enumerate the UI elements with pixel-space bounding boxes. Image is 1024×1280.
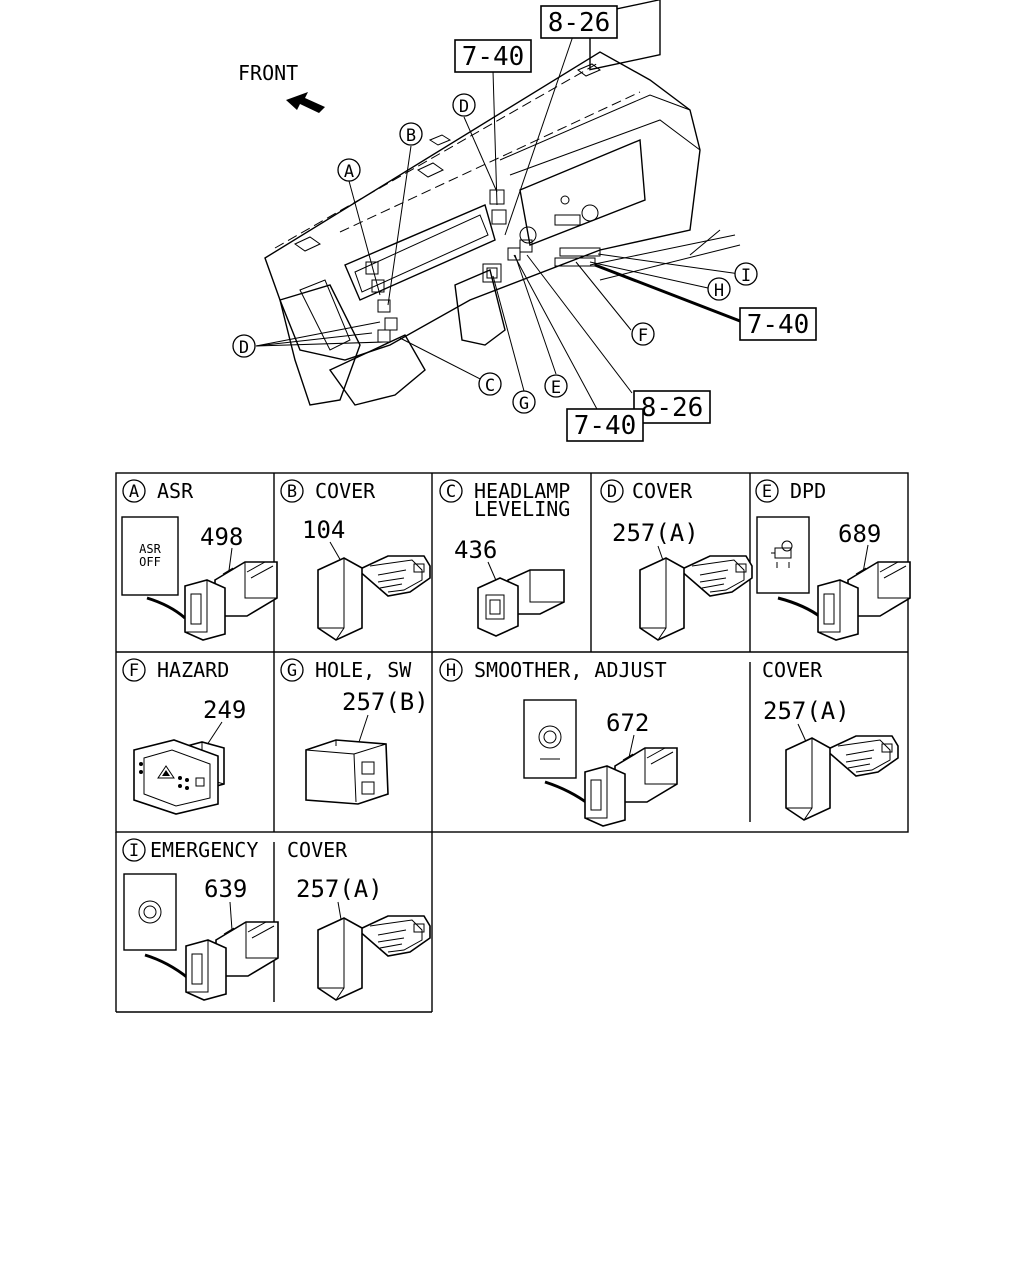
cell-a-title: ASR	[157, 479, 194, 503]
front-label: FRONT	[238, 61, 298, 85]
cell-i-cover-part-number: 257(A)	[296, 875, 383, 903]
cell-a-letter: A	[129, 482, 139, 502]
callout-i-label: I	[741, 266, 751, 286]
cell-d-title: COVER	[632, 479, 693, 503]
cell-hole-sw: G HOLE, SW 257(B)	[280, 658, 429, 805]
cell-cover-b: B COVER 104	[280, 479, 431, 641]
callout-g-label: G	[519, 394, 529, 414]
cell-cover-d: D COVER 257(A)	[600, 479, 753, 641]
dpd-label-icon	[756, 516, 810, 594]
cell-headlamp-leveling: C HEADLAMP LEVELING 436	[439, 479, 570, 637]
dashboard-overview: FRONT	[232, 0, 817, 442]
callout-d-top	[452, 93, 476, 117]
cover-d-icon	[639, 555, 753, 641]
cell-smoother-adjust: H SMOOTHER, ADJUST 672	[439, 658, 678, 827]
cell-a-letter-circle	[122, 479, 146, 503]
asr-switch-icon	[184, 561, 278, 641]
callout-e-label: E	[551, 378, 561, 398]
ref-label-2: 7-40	[462, 42, 525, 72]
ref-label-4: 8-26	[641, 393, 704, 423]
cell-f-letter: F	[129, 661, 139, 681]
cover-b-icon	[317, 555, 431, 641]
cell-b-letter: B	[287, 482, 297, 502]
hole-sw-icon	[305, 739, 389, 805]
cell-c-part-number: 436	[454, 536, 497, 564]
cell-b-part-number: 104	[302, 516, 345, 544]
ref-label-3: 7-40	[747, 310, 810, 340]
callout-b-label: B	[406, 126, 416, 146]
cell-i-cover-title: COVER	[287, 838, 348, 862]
cell-g-letter: G	[287, 661, 297, 681]
cell-h-cover-part-number: 257(A)	[763, 697, 850, 725]
callout-e	[544, 374, 568, 398]
dpd-switch-icon	[817, 561, 911, 641]
cell-i-title: EMERGENCY	[150, 838, 258, 862]
cell-hazard: F HAZARD 249	[122, 658, 246, 815]
callout-d-left-label: D	[239, 338, 249, 358]
cell-h-title: SMOOTHER, ADJUST	[474, 658, 667, 682]
callout-a	[337, 158, 361, 182]
cell-h-cover-title: COVER	[762, 658, 823, 682]
ref-label-1: 8-26	[548, 8, 611, 38]
callout-f-label: F	[638, 326, 648, 346]
cell-e-title: DPD	[790, 479, 826, 503]
cell-d-part-number: 257(A)	[612, 519, 699, 547]
cell-e-part-number: 689	[838, 520, 881, 548]
smoother-label-icon	[523, 699, 577, 779]
cell-c-title: HEADLAMP	[474, 479, 570, 503]
cell-f-title: HAZARD	[157, 658, 229, 682]
asr-label-line1: ASR	[139, 542, 161, 556]
cover-i-icon	[317, 915, 431, 1001]
cover-h-icon	[785, 735, 899, 821]
callout-a-label: A	[344, 162, 354, 182]
cell-f-part-number: 249	[203, 696, 246, 724]
ref-box-2	[454, 39, 532, 73]
cell-i-letter: I	[129, 841, 139, 861]
ref-box-4	[633, 390, 711, 424]
hazard-switch-icon	[133, 739, 225, 815]
callout-b	[399, 122, 423, 146]
asr-off-label-icon	[121, 516, 179, 596]
asr-label-line2: OFF	[139, 555, 161, 569]
callout-i	[734, 262, 758, 286]
cell-h-letter: H	[446, 661, 456, 681]
front-arrow-icon	[286, 92, 325, 113]
cell-h-part-number: 672	[606, 709, 649, 737]
callout-h-label: H	[714, 281, 724, 301]
cell-c-letter: C	[446, 482, 456, 502]
cell-asr: A ASR 498 ASR OFF	[121, 479, 278, 641]
cell-dpd: E DPD 689	[755, 479, 911, 641]
cell-a-part-number: 498	[200, 523, 243, 551]
ref-box-1	[540, 5, 618, 39]
ref-box-5	[566, 408, 644, 442]
cell-g-title: HOLE, SW	[315, 658, 412, 682]
cell-g-part-number: 257(B)	[342, 688, 429, 716]
callout-c	[478, 372, 502, 396]
smoother-switch-icon	[584, 747, 678, 827]
cell-b-title: COVER	[315, 479, 376, 503]
callout-d-top-label: D	[459, 97, 469, 117]
cell-d-letter: D	[607, 482, 617, 502]
headlamp-switch-icon	[477, 569, 565, 637]
ref-box-3	[739, 307, 817, 341]
cell-c-title2: LEVELING	[474, 497, 570, 521]
cell-e-letter: E	[762, 482, 772, 502]
callout-h	[707, 277, 731, 301]
cell-emergency: I EMERGENCY 639	[122, 838, 279, 1001]
callout-d-left	[232, 334, 256, 358]
emergency-label-icon	[123, 873, 177, 951]
callout-g	[512, 390, 536, 414]
cell-i-cover: COVER 257(A)	[287, 838, 431, 1001]
callout-f	[631, 322, 655, 346]
cell-i-part-number: 639	[204, 875, 247, 903]
emergency-switch-icon	[185, 921, 279, 1001]
cell-h-cover: COVER 257(A)	[762, 658, 899, 821]
callout-c-label: C	[485, 376, 495, 396]
ref-label-5: 7-40	[574, 411, 637, 441]
parts-table: A ASR 498 ASR OFF B COVER 104 C HEADLAMP…	[115, 472, 911, 1013]
